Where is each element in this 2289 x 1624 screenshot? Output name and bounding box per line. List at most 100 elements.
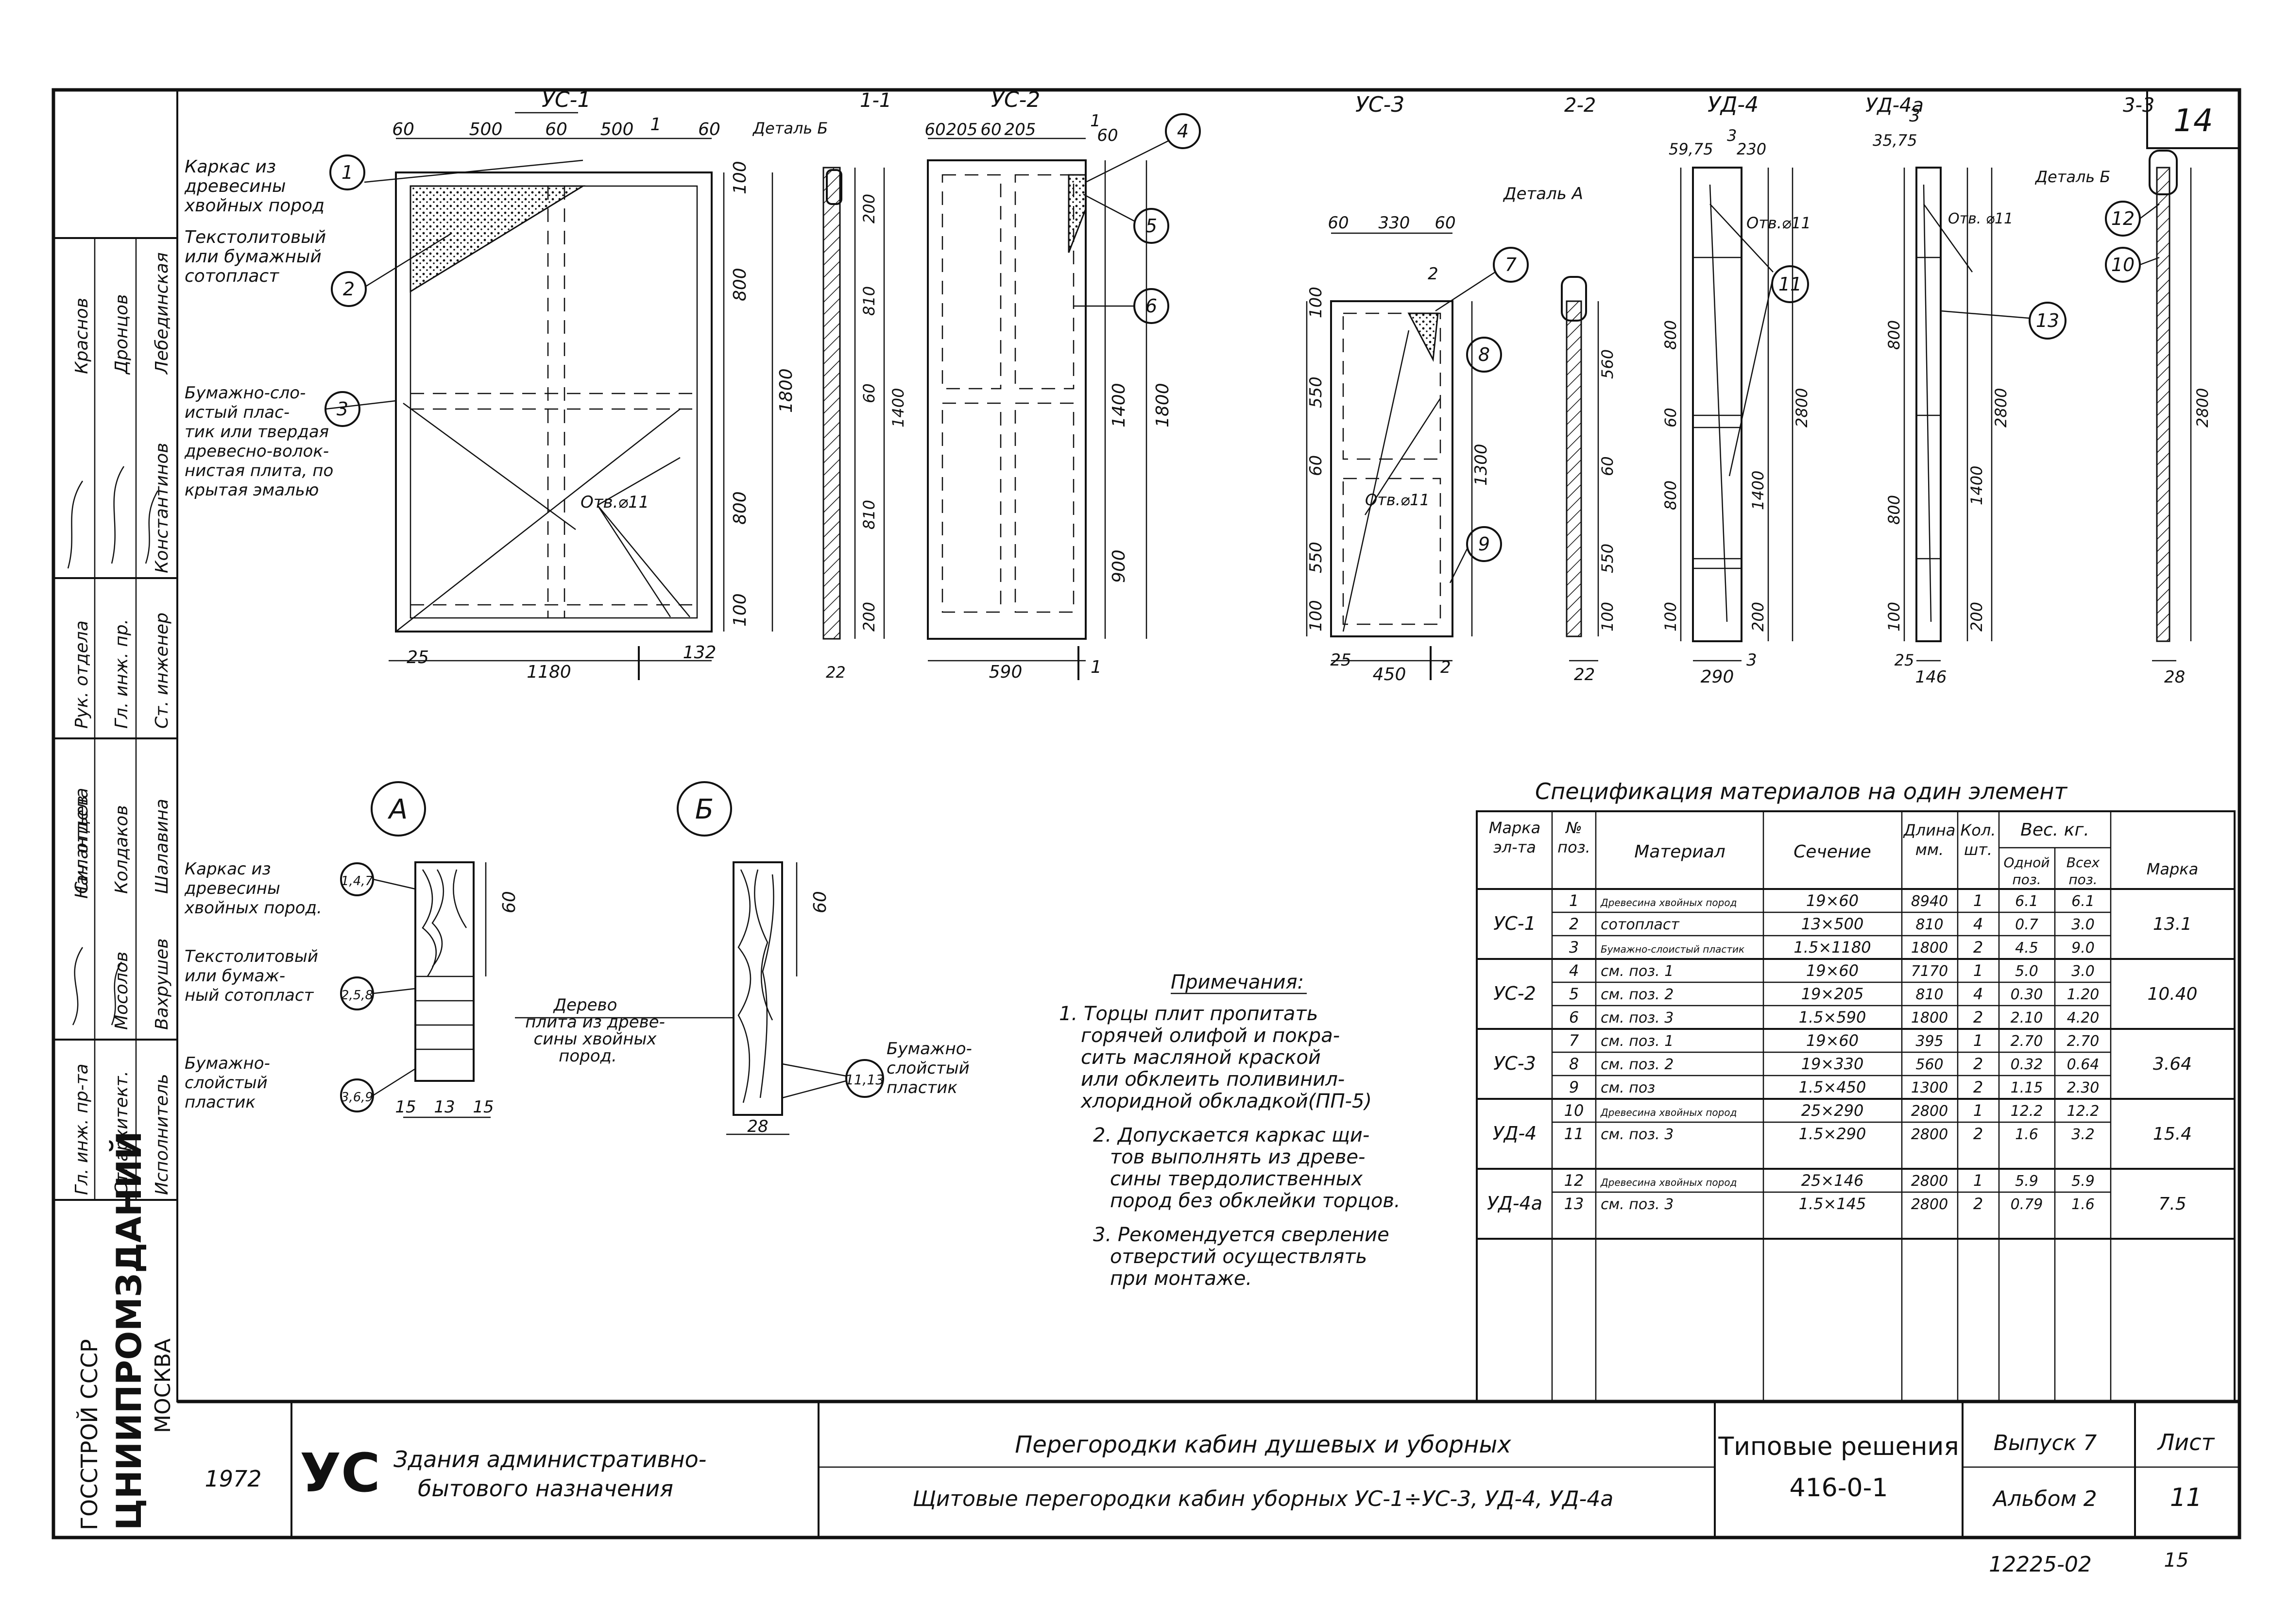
callout-text: Дерево [553,995,617,1015]
spec-cell-all: 9.0 [2071,940,2095,957]
series-number: 416-0-1 [1790,1473,1888,1503]
dim-row: 800 [730,491,750,525]
spec-cell-mat: см. поз. 2 [1601,1056,1674,1073]
note-line: горячей олифой и покра- [1081,1025,1340,1047]
dim-tick: 200 [860,194,878,223]
spec-total: 7.5 [2158,1194,2186,1214]
dim-tick: 200 [860,602,878,632]
spec-cell-all: 5.9 [2071,1173,2095,1190]
dim-left: 25 [1895,651,1914,669]
view-subtitle: Деталь Б [752,119,828,137]
detail-label: Б [695,794,714,825]
spec-cell-one: 1.6 [2015,1126,2038,1143]
detail-b: Б 60 28 Дерево плита из древе- сины хвой… [515,781,972,1136]
callout-circle-4 [1165,113,1201,149]
dim-tick: 100 [1598,602,1617,632]
spec-cell-all: 12.2 [2067,1103,2100,1120]
dim-tick: 60 [1598,456,1617,476]
spec-cell-pos: 7 [1569,1031,1579,1050]
dim-edge: 100 [730,161,750,194]
spec-cell-all: 6.1 [2071,893,2095,910]
spec-cell-one: 5.0 [2015,963,2038,980]
detail-circle [371,781,426,837]
hole-label: Отв.⌀11 [1746,214,1811,232]
dim-width: 290 [1701,667,1734,687]
spec-cell-sec: 1.5×290 [1799,1125,1866,1143]
spec-cell-sec: 19×60 [1806,1031,1859,1050]
spec-cell-all: 2.70 [2067,1033,2100,1050]
note-line: 1. Торцы плит пропитать [1059,1003,1318,1025]
dim-sub: 200 [1749,602,1767,632]
dim-total: 2800 [2193,388,2212,427]
note-line: при монтаже. [1110,1267,1252,1290]
building-type: Здания административно- [393,1446,706,1472]
name-text: Силантьев [72,795,92,894]
header-text: поз. [1557,838,1590,856]
spec-cell-all: 2.30 [2067,1079,2100,1096]
dim-tick: 550 [1598,544,1617,573]
callouts-uc2: 4 5 6 [1074,113,1201,324]
spec-cell-qty: 1 [1973,1171,1983,1190]
header-text: поз. [2068,872,2097,888]
callout-text: слойстый [887,1059,970,1078]
honeycomb-fill [410,185,586,293]
dim-width: 1180 [527,662,571,682]
section-detail-ring [2149,150,2178,195]
spec-table: Спецификация материалов на один элемент … [1476,778,2236,1402]
name-text: Константинов [152,443,172,573]
role-text: Исполнитель [152,1074,172,1195]
year: 1972 [205,1466,261,1492]
spec-cell-sec: 19×205 [1801,985,1864,1003]
spec-cell-qty: 1 [1973,1031,1983,1050]
detail-a: А 60 15 13 15 Каркас из древесины хвойны… [184,781,519,1118]
view-title: 2-2 [1564,94,1596,117]
note-line: тов выполнять из древе- [1110,1146,1365,1168]
spec-cell-pos: 1 [1569,891,1579,910]
callout-number: 7 [1505,254,1517,275]
dim-thick: 22 [826,663,846,682]
callout-number: 11 [1778,274,1802,295]
spec-cell-one: 0.79 [2011,1196,2043,1213]
dim-label: 230 [1737,140,1766,158]
callout-circle-2 [331,271,367,307]
spec-cell-sec: 25×290 [1801,1101,1864,1120]
spec-cell-sec: 19×60 [1806,891,1859,910]
spec-cell-mat: Древесина хвойных пород [1600,1177,1737,1188]
callout-number: 10 [2111,254,2135,275]
callout-text: или бумаж- [185,966,285,986]
dim-label: 59,75 [1669,140,1713,158]
dim-label: 60 [1097,126,1118,145]
spec-cell-len: 2800 [1911,1173,1948,1190]
spec-total: 13.1 [2153,914,2192,934]
note-line: отверстий осуществлять [1110,1246,1367,1268]
spec-cell-qty: 2 [1973,1195,1983,1213]
corner-dim: 132 [683,643,717,663]
dim-tick: 810 [860,286,878,316]
role-text: Гл. инж. пр. [112,619,132,729]
name-text: Вахрушев [152,938,172,1030]
dim-height: 60 [810,891,830,913]
callouts-uc3: 7 8 9 [1435,247,1529,583]
dim-label: 13 [434,1097,455,1117]
note-line: сить масляной краской [1081,1046,1321,1069]
spec-cell-pos: 5 [1569,985,1579,1003]
honeycomb-fill [1407,312,1439,362]
view-ud4a: УД-4а 3 35,75 Отв. ⌀11 800 800 100 2800 … [1865,94,2067,687]
dim-row: 800 [1885,495,1903,525]
section-mark: 1 [1090,111,1101,131]
callout-number: 8 [1478,344,1490,365]
spec-total: 10.40 [2147,984,2197,1004]
dim-sub: 200 [1967,602,1986,632]
sheet-number: 11 [2170,1483,2202,1512]
corner-dim: 25 [407,648,429,667]
spec-cell-pos: 3 [1569,938,1579,957]
view-detail: Деталь Б [2034,168,2110,186]
dim-height: 1800 [776,368,796,413]
spec-mark: УС-2 [1493,983,1536,1004]
dim-tick: 60 [860,383,878,403]
dim-label: 60 [980,120,1001,139]
panel-outline [1692,167,1742,642]
